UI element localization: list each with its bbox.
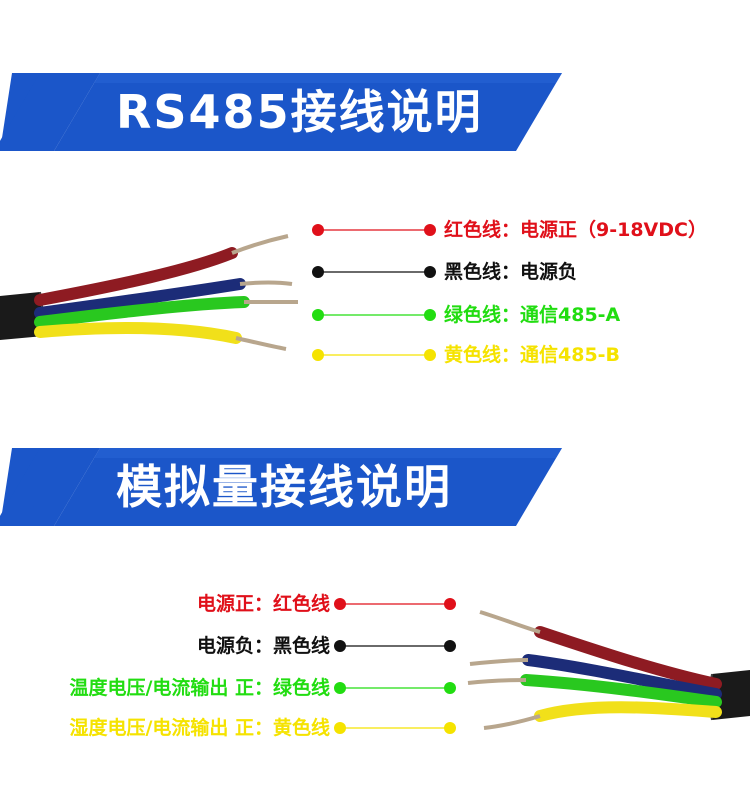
rs485-title: RS485接线说明 <box>116 85 483 139</box>
analog-banner: 模拟量接线说明 <box>0 448 750 526</box>
rs485-yellow-wire-label: 黄色线：通信485-B <box>444 344 621 366</box>
banner-stripes-graphic <box>0 448 562 526</box>
rs485-green-wire-label: 绿色线：通信485-A <box>444 304 621 326</box>
analog-green-wire-label: 温度电压/电流输出 正：绿色线 <box>69 677 330 699</box>
analog-black-wire-label: 电源负：黑色线 <box>196 635 330 657</box>
banner-stripes-graphic <box>0 73 562 151</box>
rs485-banner: RS485接线说明 <box>0 73 750 151</box>
analog-red-wire-label: 电源正：红色线 <box>196 593 330 615</box>
rs485-black-wire-label: 黑色线：电源负 <box>444 261 578 283</box>
analog-title: 模拟量接线说明 <box>116 460 452 514</box>
rs485-red-wire-label: 红色线：电源正（9-18VDC） <box>444 219 707 241</box>
analog-yellow-wire-label: 湿度电压/电流输出 正：黄色线 <box>69 717 330 739</box>
